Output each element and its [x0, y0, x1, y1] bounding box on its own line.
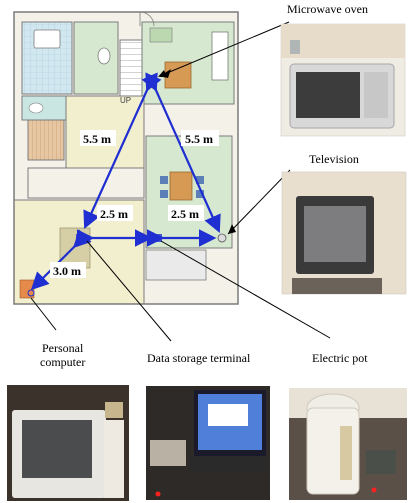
distance-pc: 3.0 m — [53, 264, 81, 278]
floor-plan: UP — [13, 11, 239, 305]
microwave-photo — [280, 23, 406, 137]
electric-pot-photo — [289, 388, 407, 500]
distance-right-diagonal: 5.5 m — [185, 132, 213, 146]
television-label: Television — [309, 152, 359, 166]
personal-computer-label-line2: computer — [40, 355, 86, 369]
television-photo — [281, 171, 407, 295]
microwave-oven-label: Microwave oven — [287, 2, 368, 16]
distance-labels: 5.5 m 5.5 m 2.5 m 2.5 m 3.0 m — [50, 130, 219, 278]
arrow-right-diagonal — [141, 72, 221, 234]
television-location-marker — [217, 233, 227, 243]
pc-location-marker — [27, 289, 35, 297]
computer-photo — [7, 385, 129, 501]
hallway — [27, 119, 65, 161]
microwave-location-marker — [146, 75, 156, 85]
toilet-room — [73, 21, 119, 95]
distance-left-horizontal: 2.5 m — [100, 207, 128, 221]
personal-computer-label-line1: Personal — [42, 341, 84, 355]
distance-arrows — [30, 72, 221, 291]
electric-pot-label: Electric pot — [312, 351, 368, 365]
terminal-laptop-photo — [146, 386, 270, 500]
distance-right-horizontal: 2.5 m — [171, 207, 199, 221]
terminal-location-marker — [76, 234, 86, 242]
stairs — [119, 39, 143, 101]
stairs-up-label: UP — [120, 96, 131, 105]
pointer-lines — [30, 21, 331, 342]
arrow-left-diagonal — [83, 72, 162, 230]
data-storage-terminal-label: Data storage terminal — [147, 351, 251, 365]
distance-left-diagonal: 5.5 m — [83, 132, 111, 146]
